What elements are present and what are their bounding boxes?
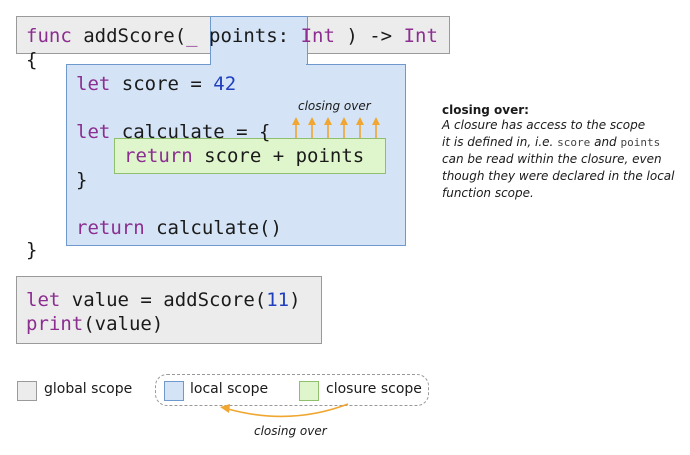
note-line-1: A closure has access to the scope	[442, 118, 646, 132]
legend-closure-swatch	[299, 381, 319, 401]
return-outer-text: calculate()	[144, 217, 282, 239]
note-code-points: points	[620, 136, 661, 149]
let-value-text: value = addScore(	[60, 289, 267, 311]
closing-over-bottom-label: closing over	[254, 424, 327, 438]
note-line-2-pre: it is defined in, i.e.	[442, 135, 558, 149]
note-line-3: can be read within the closure, even	[442, 152, 662, 166]
let-keyword: let	[26, 289, 61, 311]
return-arrow: ) ->	[346, 25, 393, 47]
return-keyword: return	[124, 145, 193, 167]
up-arrow-icon	[292, 117, 380, 138]
note-line-2: it is defined in, i.e. score and points	[442, 134, 682, 151]
param-type: Int	[300, 25, 335, 47]
legend-closure-label: closure scope	[326, 381, 422, 397]
note-line-4: though they were declared in the local	[442, 169, 675, 183]
let-score-line: let score = 42	[76, 72, 236, 96]
open-brace: {	[26, 49, 38, 71]
legend-local-swatch	[164, 381, 184, 401]
inner-close-brace: }	[76, 169, 88, 191]
let-keyword: let	[76, 73, 111, 95]
closing-over-note: closing over: A closure has access to th…	[442, 103, 682, 202]
return-type: Int	[403, 25, 438, 47]
let-calculate-text: calculate = {	[110, 121, 271, 143]
note-line-5: function scope.	[442, 186, 534, 200]
let-calculate-line: let calculate = {	[76, 120, 270, 144]
func-keyword: func	[26, 25, 72, 47]
curved-arrow-icon	[227, 403, 349, 418]
closing-over-arrows	[292, 117, 380, 138]
global-scope-call-box	[16, 276, 322, 344]
print-text: (value)	[83, 313, 164, 335]
return-inner-text: score + points	[192, 145, 365, 167]
param-name: points:	[197, 25, 290, 47]
legend-local-label: local scope	[190, 381, 269, 397]
call-argument: 11	[266, 289, 290, 311]
let-keyword: let	[76, 121, 111, 143]
underscore-label: _	[186, 25, 198, 47]
print-line: print(value)	[26, 312, 163, 336]
closure-scope-box	[114, 138, 386, 174]
return-outer-line: return calculate()	[76, 216, 282, 240]
note-line-2-mid: and	[590, 135, 621, 149]
return-inner-line: return score + points	[124, 144, 364, 168]
note-code-score: score	[557, 136, 591, 149]
local-scope-param-box	[210, 16, 308, 67]
func-name: addScore(	[71, 25, 187, 47]
call-close-paren: )	[289, 289, 301, 311]
score-value: 42	[213, 73, 237, 95]
closing-over-curve-arrow	[220, 403, 349, 418]
let-value-line: let value = addScore(11)	[26, 288, 301, 312]
closing-over-top-label: closing over	[298, 99, 371, 113]
legend-global-label: global scope	[44, 381, 133, 397]
close-brace: }	[26, 239, 38, 261]
return-keyword: return	[76, 217, 145, 239]
let-score-text: score =	[110, 73, 214, 95]
legend-global-swatch	[17, 381, 37, 401]
note-title: closing over:	[442, 103, 529, 117]
func-signature-line: func addScore(_ points: Int ) -> Int	[26, 24, 438, 48]
legend-dashed-group	[155, 374, 429, 406]
local-scope-seam	[211, 60, 306, 66]
print-keyword: print	[26, 313, 84, 335]
